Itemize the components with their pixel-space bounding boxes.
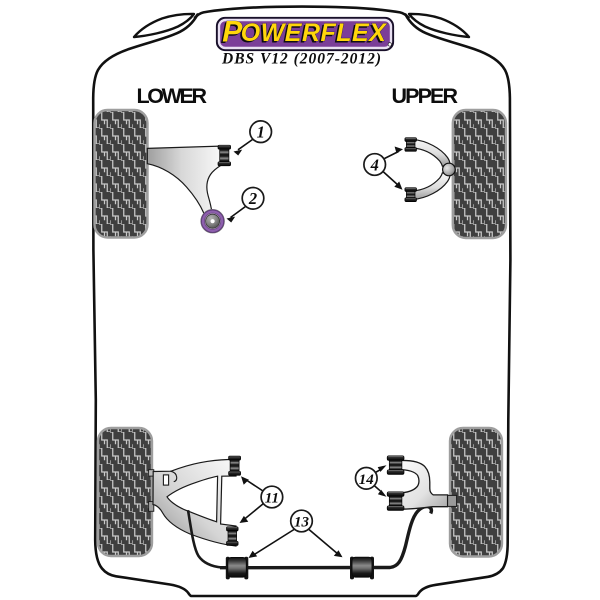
svg-text:4: 4: [370, 155, 379, 174]
svg-text:OWERFLEX: OWERFLEX: [239, 21, 385, 49]
svg-text:UPPER: UPPER: [392, 84, 459, 108]
svg-text:P: P: [221, 17, 242, 50]
svg-text:OWERFLEX: OWERFLEX: [241, 19, 387, 47]
svg-text:P: P: [222, 16, 243, 49]
svg-text:13: 13: [294, 515, 310, 531]
svg-text:LOWER: LOWER: [137, 84, 208, 108]
svg-text:11: 11: [265, 491, 279, 507]
svg-text:14: 14: [359, 472, 375, 488]
svg-text:1: 1: [257, 123, 265, 142]
svg-text:DBS V12 (2007-2012): DBS V12 (2007-2012): [221, 51, 381, 68]
svg-text:2: 2: [248, 189, 257, 208]
